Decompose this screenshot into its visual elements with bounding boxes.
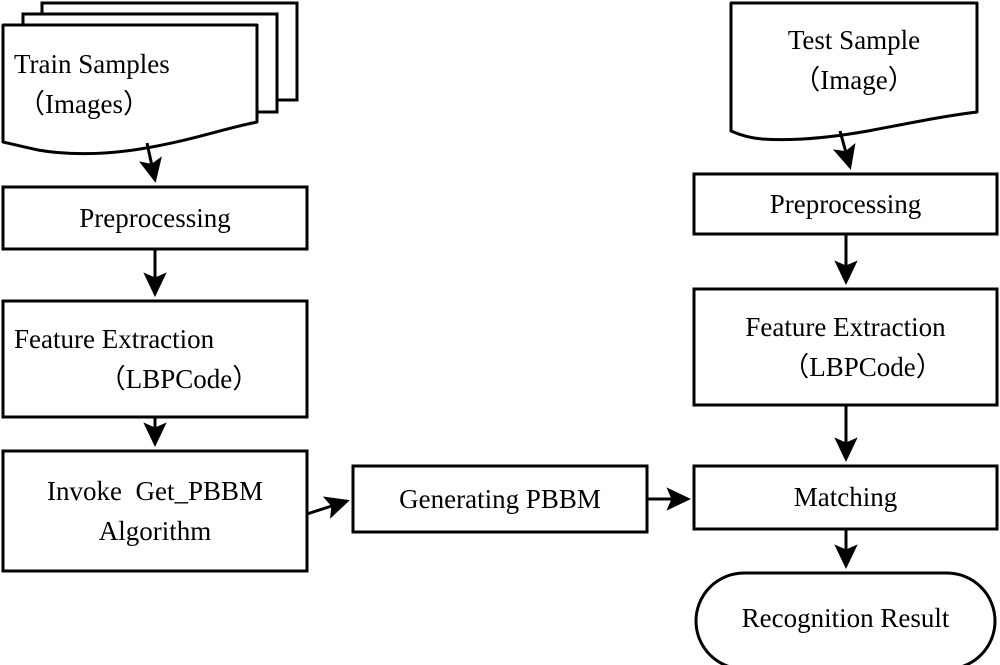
edge-train-to-preprocessing [138,142,162,183]
node-feature-extraction-train [1,299,309,419]
node-preprocessing-test [692,172,999,236]
node-test-sample [729,1,979,142]
node-preprocessing-train [1,185,309,251]
node-generating-pbbm [351,464,649,534]
train-samples-sheet-front [1,23,259,156]
test-sample-shape [729,1,979,142]
edge-test-to-preprocessing [832,130,856,170]
node-recognition-result [694,571,997,665]
node-train-samples [1,1,299,156]
node-invoke-get-pbbm [1,449,309,573]
edge-invoke-to-generating [306,496,350,519]
node-feature-extraction-test [692,287,999,407]
node-matching [692,464,999,531]
